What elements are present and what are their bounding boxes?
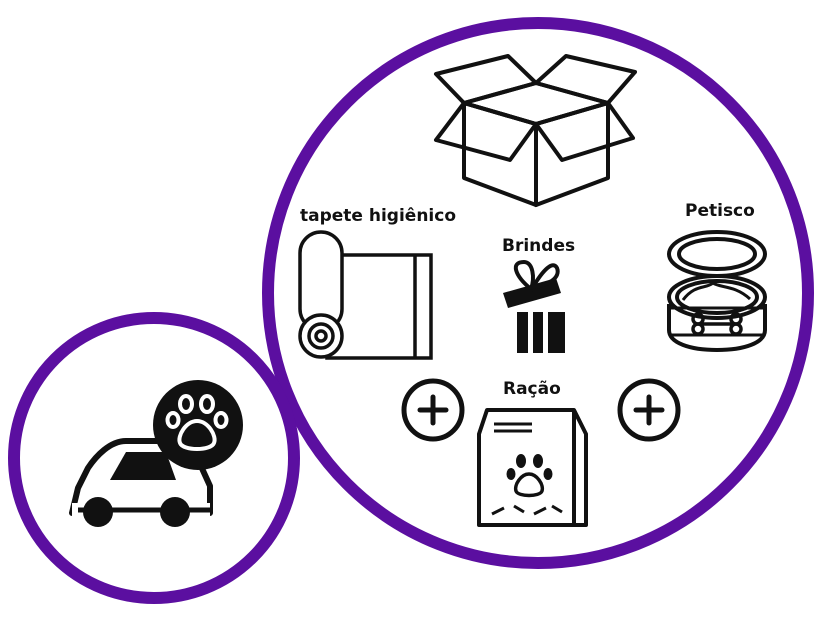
paw-badge-icon — [153, 380, 243, 470]
racao-label: Ração — [503, 379, 561, 399]
petisco-label: Petisco — [685, 201, 755, 221]
gift-icon — [503, 259, 565, 353]
tapete-label: tapete higiênico — [300, 206, 457, 226]
brindes-label: Brindes — [502, 236, 576, 256]
pet-food-bag-icon — [477, 408, 588, 527]
open-box-icon — [434, 54, 637, 207]
pet-food-can-icon — [667, 230, 767, 353]
plus-icon — [401, 378, 465, 442]
plus-icon — [617, 378, 681, 442]
pad-roll-icon — [298, 230, 433, 360]
